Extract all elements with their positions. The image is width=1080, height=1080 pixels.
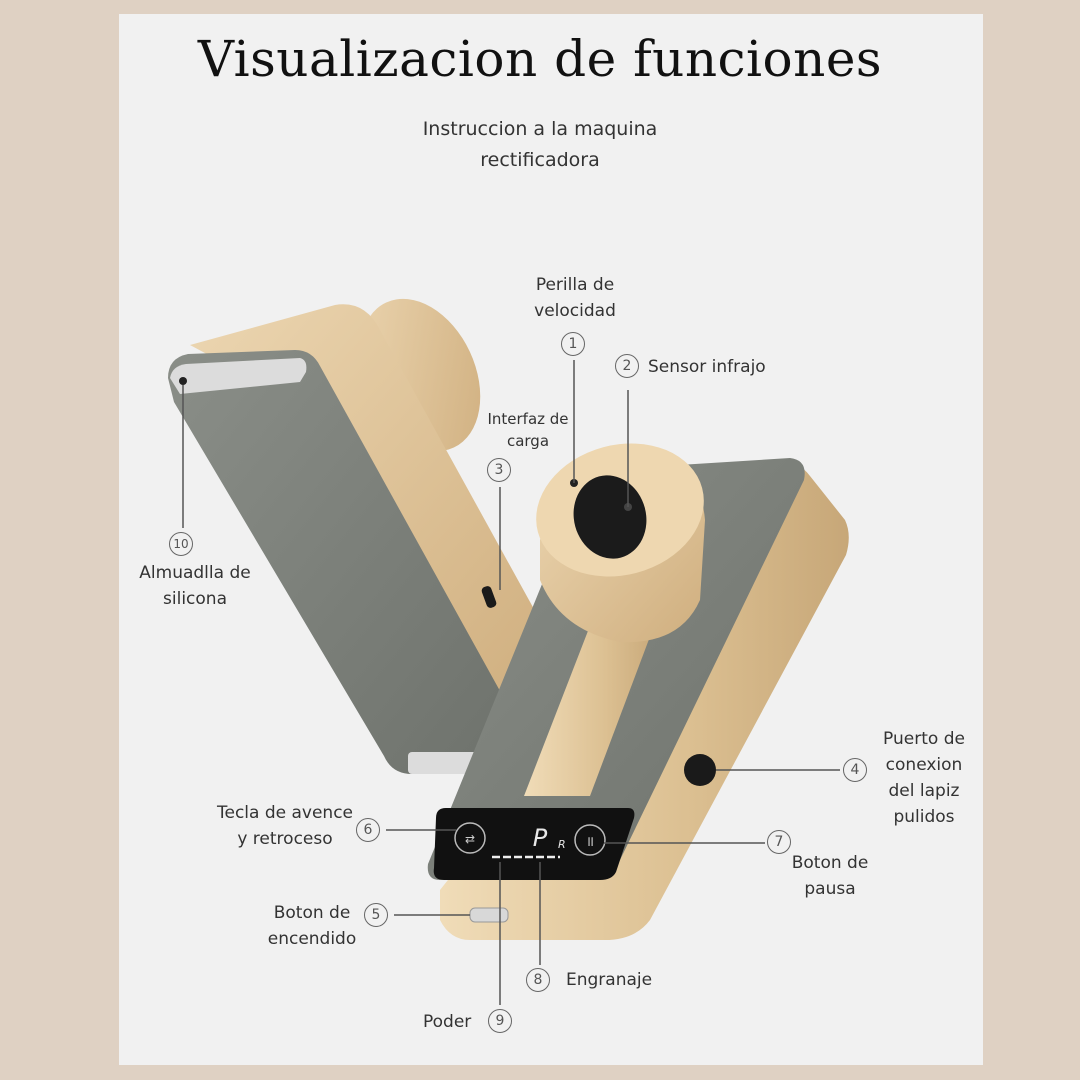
callout-speed-knob-label: Perilla de velocidad — [534, 275, 616, 321]
callout-number-1: 1 — [561, 332, 585, 356]
callout-number-9: 9 — [488, 1009, 512, 1033]
callout-power-indicator-label: Poder — [423, 1012, 472, 1032]
svg-text:⇄: ⇄ — [465, 832, 475, 846]
callout-infrared-sensor-label: Sensor infrajo — [648, 357, 766, 377]
callout-number-2: 2 — [615, 354, 639, 378]
callout-number-6: 6 — [356, 818, 380, 842]
speed-knob — [536, 443, 705, 643]
control-display: ⇄ ॥ P R — [433, 808, 635, 880]
callout-number-4: 4 — [843, 758, 867, 782]
callout-pen-port-label: Puerto de conexion del lapiz pulidos — [883, 729, 965, 827]
callout-number-7: 7 — [767, 830, 791, 854]
page-title: Visualizacion de funciones — [197, 30, 883, 88]
display-readout: P — [533, 824, 548, 852]
callout-silicone-pad-label: Almuadlla de silicona — [139, 563, 251, 609]
callout-gear-label: Engranaje — [566, 970, 653, 990]
back-device — [168, 298, 545, 774]
display-readout-suffix: R — [558, 838, 566, 851]
leader-lines — [182, 360, 840, 1005]
callout-number-10: 10 — [169, 532, 193, 556]
callout-charging-interface-label: Interfaz de carga — [487, 410, 569, 450]
callout-number-8: 8 — [526, 968, 550, 992]
callout-power-switch-label: Boton de encendido — [267, 903, 357, 949]
page-subtitle: Instruccion a la maquina rectificadora — [422, 118, 658, 171]
svg-text:॥: ॥ — [586, 834, 594, 850]
callout-number-3: 3 — [487, 458, 511, 482]
front-device: ⇄ ॥ P R — [427, 443, 849, 940]
callout-forward-reverse-label: Tecla de avence y retroceso — [216, 803, 354, 849]
callout-number-5: 5 — [364, 903, 388, 927]
callout-pause-button-label: Boton de pausa — [791, 853, 869, 899]
